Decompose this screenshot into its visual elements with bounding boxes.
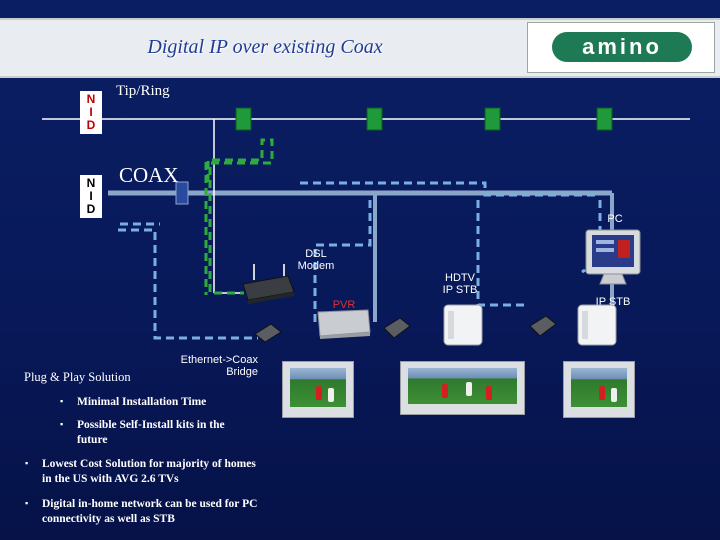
amino-logo: amino (527, 22, 715, 73)
slide-title: Digital IP over existing Coax (147, 36, 383, 58)
nid-letter: I (89, 105, 93, 119)
hdtv-line1: HDTV (445, 272, 475, 284)
nid-letter: N (86, 176, 96, 190)
tv-screen (571, 368, 627, 407)
coax-label: COAX (119, 163, 179, 187)
player-figure (599, 386, 605, 400)
bullet-dot: ▪ (60, 396, 64, 406)
bridge-icon-2 (383, 317, 411, 339)
tv-right (563, 361, 635, 418)
blue-dashed-path-left (118, 228, 258, 340)
hdtv-stb-label: HDTV IP STB (430, 272, 490, 296)
nid-box-bottom: N I D (80, 175, 102, 218)
player-figure (611, 388, 617, 402)
bridge-icon-1 (254, 323, 282, 343)
bridge-icon-3 (529, 315, 557, 337)
wall-jack-3 (484, 107, 501, 131)
nid-letter: N (86, 92, 96, 106)
hdtv-line2: IP STB (442, 284, 478, 296)
pvr-label: PVR (332, 299, 356, 311)
coax-splitter-1 (175, 181, 189, 205)
tv-left (282, 361, 354, 418)
solution-title: Plug & Play Solution (24, 370, 131, 384)
nid-letter: D (86, 202, 96, 216)
tv-screen (290, 368, 346, 407)
ip-stb-icon-right (577, 304, 617, 346)
wall-jack-4 (596, 107, 613, 131)
blue-dashed-path-right (300, 181, 600, 197)
bullet-dot: ▪ (25, 458, 29, 468)
nid-letter: D (86, 118, 96, 132)
dsl-modem-label: DSL Modem (288, 248, 344, 272)
pc-monitor-icon (585, 229, 641, 285)
nid-letter: I (89, 189, 93, 203)
player-figure (466, 382, 472, 396)
pvr-icon (317, 309, 371, 339)
bridge-line2: Bridge (226, 366, 258, 378)
dsl-modem-line1: DSL (305, 248, 327, 260)
sub-bullet-2: Possible Self-Install kits in the future (77, 419, 225, 446)
player-figure (486, 386, 492, 400)
bullet-dot: ▪ (60, 419, 64, 429)
sub-bullet-1: Minimal Installation Time (77, 396, 207, 408)
dsl-modem-line2: Modem (297, 260, 335, 272)
main-bullet-1: Lowest Cost Solution for majority of hom… (42, 458, 256, 485)
blue-dashed-path-pvr (313, 200, 372, 322)
wall-jack-2 (366, 107, 383, 131)
main-bullet-2: Digital in-home network can be used for … (42, 498, 258, 525)
player-figure (442, 384, 448, 398)
player-figure (316, 386, 322, 400)
dsl-modem-icon (242, 264, 295, 304)
logo-text: amino (552, 32, 692, 62)
bullet-dot: ▪ (25, 498, 29, 508)
pc-label: PC (607, 213, 623, 225)
tv-screen (408, 368, 517, 404)
nid-box-top: N I D (80, 91, 102, 134)
bridge-line1: Ethernet->Coax (180, 354, 258, 366)
bridge-label: Ethernet->Coax Bridge (162, 354, 258, 378)
tv-center (400, 361, 525, 415)
tip-ring-label: Tip/Ring (116, 83, 170, 99)
player-figure (328, 388, 334, 402)
wall-jack-1 (235, 107, 252, 131)
ip-stb-icon-hdtv (443, 304, 483, 346)
